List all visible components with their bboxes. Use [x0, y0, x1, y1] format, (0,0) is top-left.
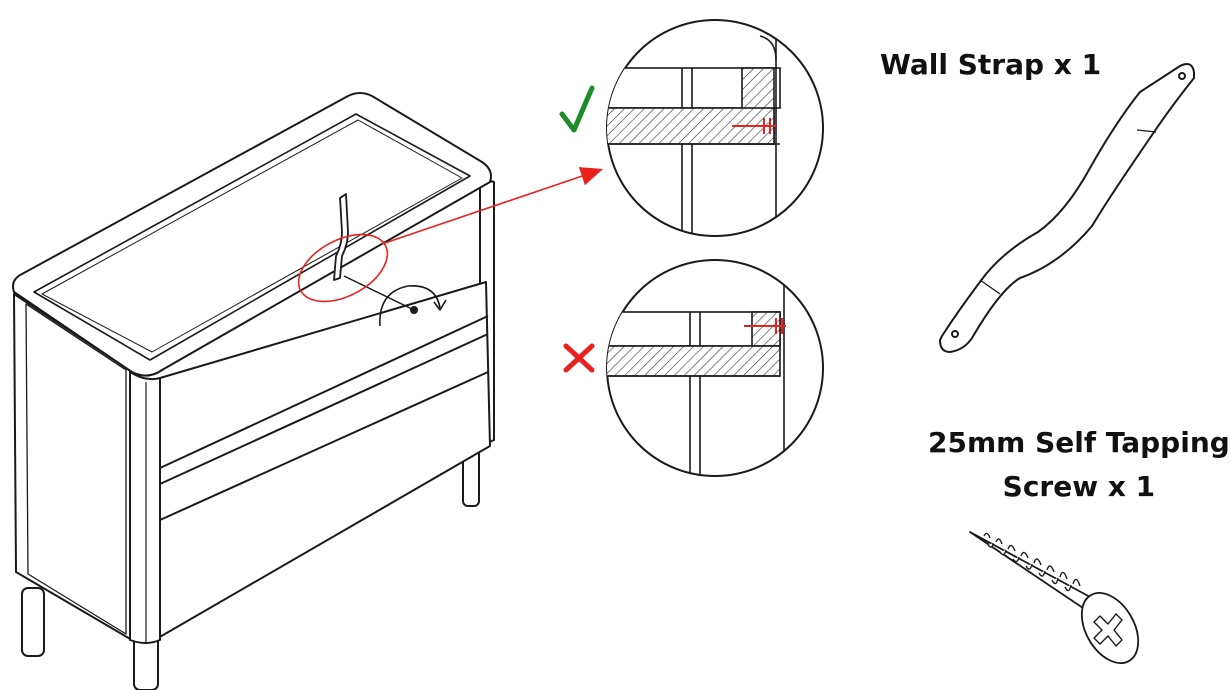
callout-highlight	[297, 167, 604, 303]
detail-incorrect	[606, 259, 824, 477]
screw-incorrect	[744, 318, 786, 334]
screw-label-line2: Screw x 1	[1002, 470, 1156, 503]
cabinet-illustration	[12, 92, 495, 690]
cross-icon	[563, 343, 595, 373]
installed-screw-marker	[343, 275, 418, 314]
screw-correct	[732, 118, 776, 134]
cabinet-top	[12, 92, 492, 377]
cabinet-leg-front-left	[21, 587, 45, 657]
wall-strap-part	[939, 63, 1195, 353]
screw-label-line1: 25mm Self Tapping	[928, 426, 1230, 459]
checkmark-icon	[559, 85, 595, 133]
detail-correct	[606, 19, 824, 237]
wall-strap-label: Wall Strap x 1	[880, 48, 1102, 81]
cabinet-front	[157, 281, 491, 639]
screw-part	[969, 531, 1140, 664]
cabinet-corner-post	[129, 371, 161, 644]
phillips-head-icon	[1093, 613, 1123, 647]
screw-label: 25mm Self Tapping Screw x 1	[928, 426, 1230, 504]
rotate-arrow-icon	[379, 285, 447, 327]
